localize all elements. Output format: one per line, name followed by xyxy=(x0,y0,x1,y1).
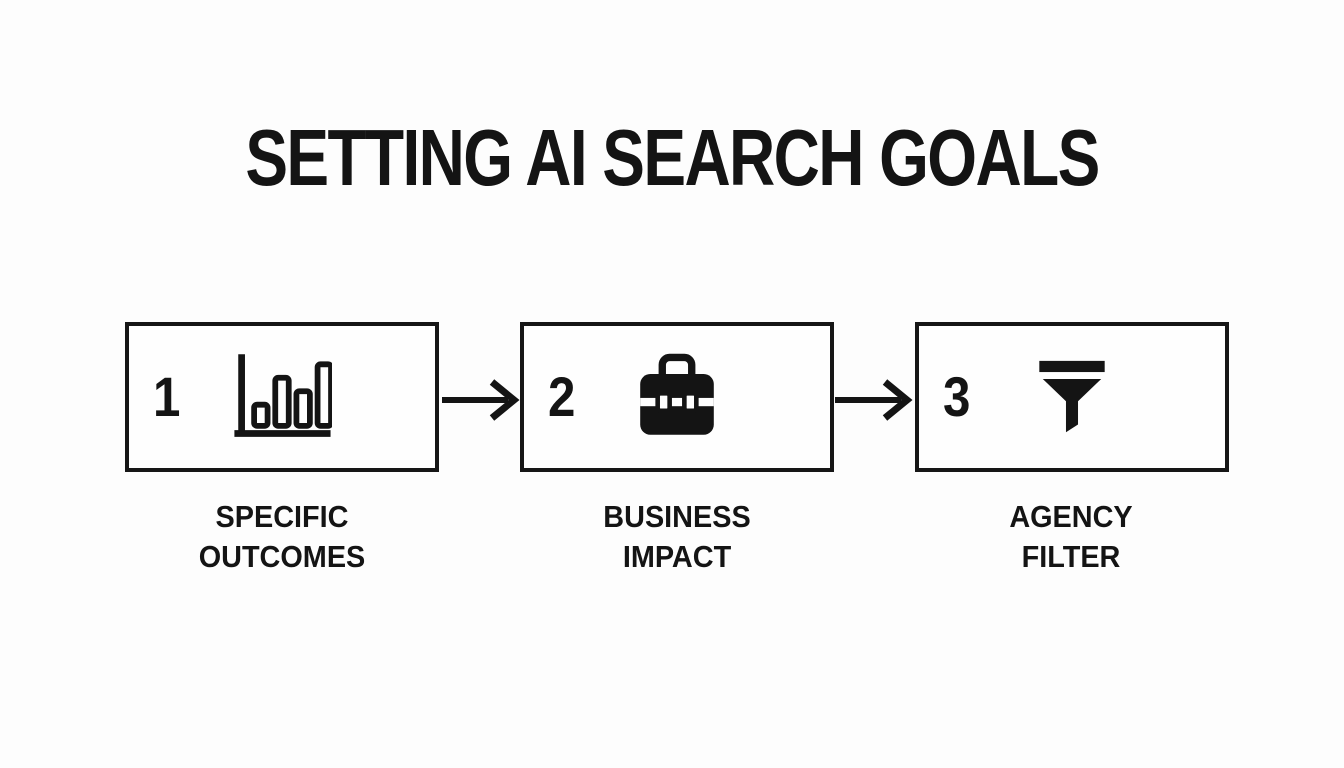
step-label-3-line2: FILTER xyxy=(1021,538,1121,574)
step-number-2: 2 xyxy=(548,365,576,428)
step-label-1: SPECIFIC OUTCOMES xyxy=(135,497,429,576)
step-label-3-line1: AGENCY xyxy=(1009,499,1133,534)
briefcase-icon xyxy=(631,353,723,441)
step-number-1: 1 xyxy=(153,365,181,428)
step-label-2-line1: BUSINESS xyxy=(603,499,751,534)
bar-chart-icon xyxy=(232,349,334,445)
step-box-3: 3 xyxy=(915,322,1229,472)
step-label-1-line1: SPECIFIC xyxy=(215,499,349,534)
arrow-right-icon xyxy=(835,379,913,421)
arrow-right-icon xyxy=(442,379,520,421)
step-label-1-line2: OUTCOMES xyxy=(198,538,366,574)
page-title: SETTING AI SEARCH GOALS xyxy=(245,113,1100,202)
step-box-2: 2 xyxy=(520,322,834,472)
step-box-1: 1 xyxy=(125,322,439,472)
step-label-3: AGENCY FILTER xyxy=(924,497,1218,576)
step-label-2: BUSINESS IMPACT xyxy=(530,497,824,576)
funnel-icon xyxy=(1029,355,1115,439)
step-label-2-line2: IMPACT xyxy=(622,538,732,574)
step-number-3: 3 xyxy=(943,365,971,428)
